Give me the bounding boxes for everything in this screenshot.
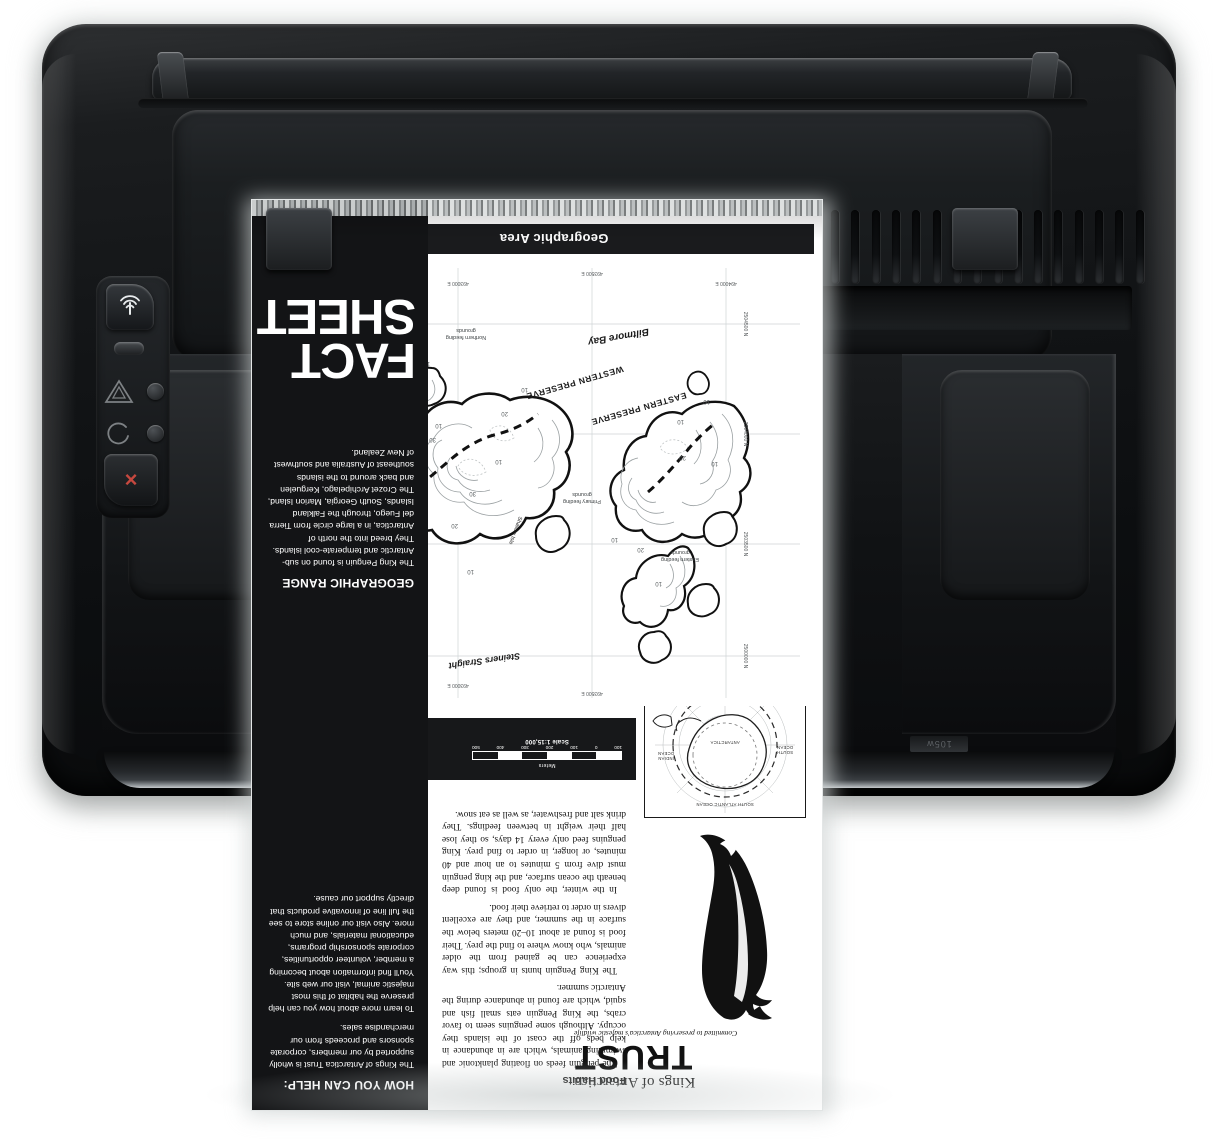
svg-text:2504500 N: 2504500 N — [742, 312, 748, 337]
svg-text:10: 10 — [611, 536, 618, 542]
printer-left-highlight — [42, 54, 76, 754]
resume-circle-icon — [107, 422, 129, 445]
svg-text:20: 20 — [501, 410, 508, 416]
map-label-biltmore-bay: Biltmore Bay — [587, 326, 650, 348]
svg-text:grounds: grounds — [456, 327, 476, 333]
fact-sheet-side-column: HOW YOU CAN HELP: The Kings of Antarctic… — [252, 200, 428, 1110]
svg-text:20: 20 — [679, 454, 686, 460]
scale-tick: 500 — [472, 745, 480, 750]
printer-lid-seam — [138, 98, 1088, 108]
svg-text:10: 10 — [521, 386, 528, 392]
scale-tick: 100 — [570, 745, 578, 750]
food-habits-paragraph: The penguin feeds on floating planktonic… — [442, 982, 626, 1068]
resume-row[interactable] — [104, 416, 164, 450]
fact-sheet-title: FACT SHEET — [257, 288, 416, 387]
svg-text:493000 E: 493000 E — [447, 682, 469, 688]
fact-sheet-main-column: Kings of Antarctica TRUST Committed to p… — [294, 200, 822, 1110]
scale-ratio-label: Scale 1:15,000 — [525, 738, 569, 744]
svg-text:SOUTH: SOUTH — [777, 750, 793, 755]
fact-title-line1: FACT — [292, 333, 416, 387]
resume-button[interactable] — [147, 424, 164, 442]
northern-islands — [620, 510, 738, 664]
wireless-icon — [120, 295, 140, 315]
food-habits-section: Food Habits The penguin feeds on floatin… — [442, 802, 626, 1086]
scale-unit-label: Meters — [538, 762, 556, 768]
svg-text:2500000 N: 2500000 N — [742, 644, 748, 669]
food-habits-paragraph: In the winter, the only food is found de… — [442, 808, 626, 895]
eastern-island — [609, 400, 752, 543]
svg-text:30: 30 — [469, 490, 476, 496]
food-habits-paragraph: The King Penguin hunts in groups; this w… — [442, 901, 626, 975]
attention-row[interactable] — [104, 374, 164, 408]
sheet-exit-crease — [252, 200, 822, 216]
scale-tick: 200 — [545, 745, 554, 750]
svg-text:10: 10 — [495, 458, 502, 464]
cancel-button[interactable]: × — [104, 454, 158, 506]
scale-tick: 400 — [496, 745, 505, 750]
scale-ticks: 100 0 100 200 300 400 500 — [472, 745, 622, 750]
svg-text:ANTARCTICA: ANTARCTICA — [710, 740, 739, 745]
map-label-eastern-feeding: Eastern feeding — [661, 556, 699, 562]
printer-right-wing — [902, 354, 1116, 734]
status-led — [114, 342, 144, 355]
scale-bar — [472, 751, 622, 760]
svg-text:493500 E: 493500 E — [581, 690, 603, 696]
map-label-primary-feeding: Primary feeding — [563, 498, 601, 504]
attention-button[interactable] — [147, 382, 164, 400]
svg-text:10: 10 — [677, 418, 684, 424]
svg-text:grounds: grounds — [670, 549, 690, 555]
svg-text:10: 10 — [435, 422, 442, 428]
svg-text:2503500 N: 2503500 N — [742, 532, 748, 557]
svg-text:10: 10 — [703, 398, 710, 404]
svg-text:OCEAN: OCEAN — [777, 745, 793, 750]
scale-tick: 100 — [614, 745, 622, 750]
svg-text:10: 10 — [467, 568, 474, 574]
svg-text:10: 10 — [655, 580, 662, 586]
svg-text:494000 E: 494000 E — [715, 280, 737, 286]
scale-tick: 300 — [521, 745, 529, 750]
svg-text:grounds: grounds — [572, 491, 592, 497]
svg-text:SOUTH ATLANTIC OCEAN: SOUTH ATLANTIC OCEAN — [696, 802, 754, 807]
warning-triangle-icon — [104, 379, 134, 403]
geographic-range-section: GEOGRAPHIC RANGE The King Penguin is fou… — [266, 440, 414, 590]
penguin-illustration — [700, 834, 772, 1020]
svg-text:493000 E: 493000 E — [447, 280, 469, 286]
svg-text:30: 30 — [429, 436, 436, 442]
svg-text:493500 E: 493500 E — [581, 270, 603, 276]
printer-model-badge: 105w — [910, 736, 968, 752]
svg-text:20: 20 — [451, 522, 458, 528]
scale-tick: 0 — [594, 745, 598, 750]
printed-fact-sheet: Kings of Antarctica TRUST Committed to p… — [252, 200, 822, 1110]
svg-text:10: 10 — [711, 460, 718, 466]
printer-lid[interactable] — [152, 58, 1072, 100]
svg-text:OCEAN: OCEAN — [658, 751, 674, 756]
paper-guide-clip-left[interactable] — [266, 208, 332, 270]
printer-control-panel[interactable]: × — [96, 276, 170, 518]
map-scale: Meters 100 0 100 200 300 400 500 Scale 1… — [472, 738, 622, 768]
floor-glow — [200, 1060, 900, 1130]
printer-right-highlight — [1136, 54, 1176, 754]
svg-text:20: 20 — [637, 546, 644, 552]
paper-guide-clip-right[interactable] — [952, 208, 1018, 270]
fact-title-line2: SHEET — [257, 288, 416, 343]
wireless-button[interactable] — [106, 284, 154, 330]
range-paragraph: The King Penguin is found on sub-Antarct… — [267, 448, 414, 568]
range-heading: GEOGRAPHIC RANGE — [282, 576, 414, 590]
map-label-western-preserve: WESTERN PRESERVE — [525, 364, 624, 401]
svg-text:2504000 N: 2504000 N — [742, 422, 748, 447]
map-label-northern-feeding: Northern feeding — [446, 334, 486, 340]
printer-right-wing-recess — [940, 370, 1090, 600]
help-paragraph: To learn more about how you can help pre… — [268, 894, 414, 1015]
svg-text:INDIAN: INDIAN — [658, 756, 674, 761]
